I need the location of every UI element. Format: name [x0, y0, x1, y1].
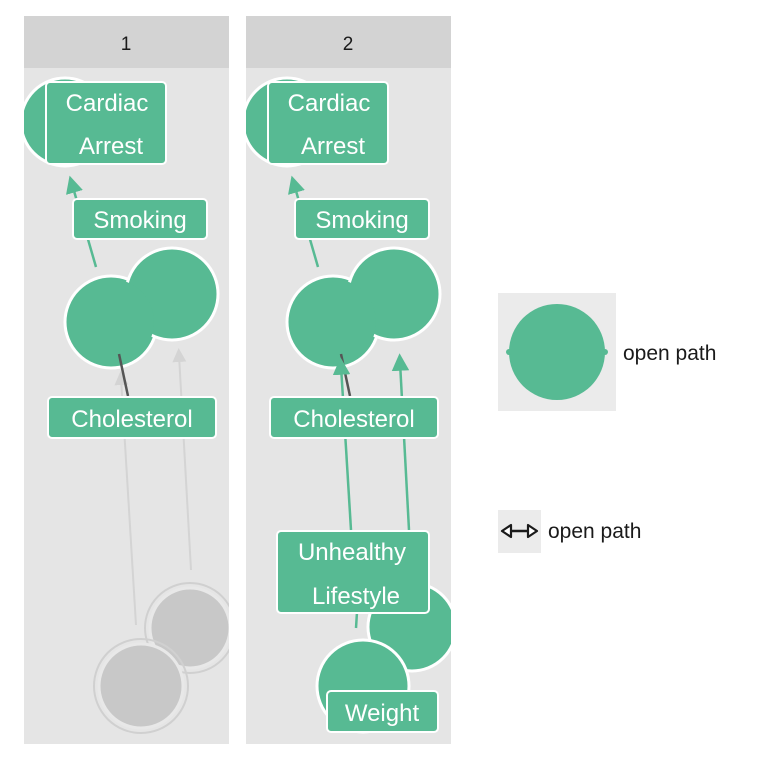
cardiac-arrest-label-line1: Cardiac: [288, 90, 371, 117]
double-arrow-icon: [500, 523, 539, 539]
faded-edge-2: [172, 348, 192, 571]
unhealthy-lifestyle-label-line1: Unhealthy: [298, 539, 406, 566]
cardiac-arrest-label-box: [267, 81, 389, 165]
smoking-label: Smoking: [315, 207, 408, 234]
panel-2-strip: [246, 16, 451, 68]
edge-lifestyle-smoking: [391, 353, 411, 531]
panel-2-strip-label: 2: [343, 34, 354, 55]
weight-label-box: [326, 690, 439, 733]
cholesterol-label-box: [47, 396, 217, 439]
legend-edge-label: open path: [548, 520, 641, 543]
legend-node-swatch-dot: [506, 349, 512, 355]
unhealthy-lifestyle-label-box: [276, 530, 430, 614]
panel-2: 2 Cardiac Arrest Smoking C: [246, 16, 451, 744]
cholesterol-node-fill: [290, 279, 376, 365]
legend-fill-label: open path: [623, 342, 716, 365]
panel-1-strip-label: 1: [121, 34, 132, 55]
faded-node-weight: [97, 642, 185, 730]
weight-label: Weight: [345, 700, 420, 727]
smoking-label: Smoking: [93, 207, 186, 234]
smoking-label-box: [72, 198, 208, 240]
cardiac-arrest-label-line1: Cardiac: [66, 90, 149, 117]
panel-1-strip: [24, 16, 229, 68]
unhealthy-lifestyle-label-line2: Lifestyle: [312, 583, 400, 610]
cholesterol-label-box: [269, 396, 439, 439]
cardiac-arrest-label-box: [45, 81, 167, 165]
smoking-label-box: [294, 198, 430, 240]
faded-node-ring: [93, 638, 189, 734]
legend: open path open path: [498, 293, 716, 553]
cholesterol-label: Cholesterol: [293, 406, 414, 433]
faded-node-ring: [144, 582, 229, 674]
cholesterol-label: Cholesterol: [71, 406, 192, 433]
edge-cholesterol: [117, 353, 130, 397]
cholesterol-node-fill: [68, 279, 154, 365]
cardiac-arrest-label-line2: Arrest: [301, 133, 365, 160]
legend-node-swatch: [509, 304, 605, 400]
legend-node-swatch-dot: [602, 349, 608, 355]
cardiac-arrest-label-line2: Arrest: [79, 133, 143, 160]
panel-1: 1 Cardiac Arrest Smoking: [24, 16, 229, 744]
edge-lifestyle-cholesterol: [332, 357, 353, 531]
edge-weight-lifestyle: [354, 611, 359, 629]
